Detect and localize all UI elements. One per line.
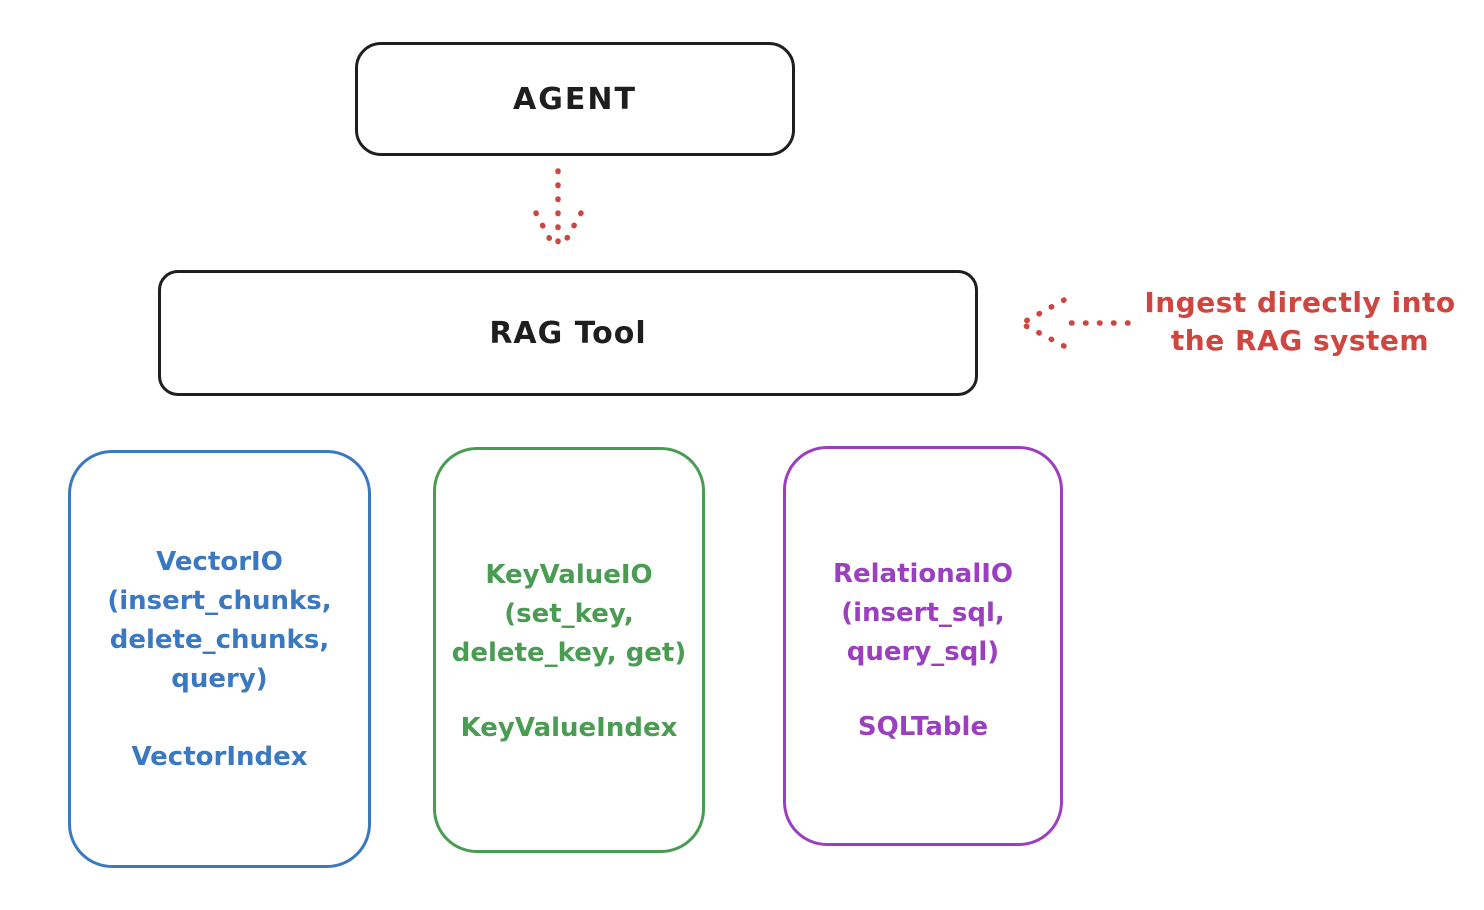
ingest-arrow bbox=[1023, 297, 1131, 349]
card-line: KeyValueIO bbox=[485, 560, 653, 590]
relational-io-text: RelationalIO (insert_sql, query_sql) SQL… bbox=[786, 449, 1060, 747]
card-line: query) bbox=[171, 664, 268, 694]
card-line: (set_key, bbox=[504, 599, 634, 629]
sql-table-label: SQLTable bbox=[857, 712, 989, 742]
rag-tool-label: RAG Tool bbox=[489, 315, 647, 351]
relational-io-card: RelationalIO (insert_sql, query_sql) SQL… bbox=[783, 446, 1063, 846]
vector-io-text: VectorIO (insert_chunks, delete_chunks, … bbox=[71, 453, 368, 777]
rag-tool-node: RAG Tool bbox=[158, 270, 978, 396]
card-line: (insert_chunks, bbox=[107, 586, 332, 616]
card-line: (insert_sql, bbox=[841, 598, 1005, 628]
card-line: RelationalIO bbox=[832, 559, 1014, 589]
vector-io-card: VectorIO (insert_chunks, delete_chunks, … bbox=[68, 450, 371, 868]
card-line: delete_chunks, bbox=[109, 625, 330, 655]
card-line: delete_key, get) bbox=[451, 638, 687, 668]
agent-node: AGENT bbox=[355, 42, 795, 156]
vector-index-label: VectorIndex bbox=[131, 742, 308, 772]
ingest-annotation-line1: Ingest directly into bbox=[1144, 286, 1456, 319]
ingest-annotation-line2: the RAG system bbox=[1170, 324, 1430, 357]
card-line: query_sql) bbox=[846, 637, 1000, 667]
keyvalue-io-text: KeyValueIO (set_key, delete_key, get) Ke… bbox=[436, 450, 702, 748]
keyvalue-io-card: KeyValueIO (set_key, delete_key, get) Ke… bbox=[433, 447, 705, 853]
keyvalue-index-label: KeyValueIndex bbox=[460, 713, 678, 743]
ingest-annotation: Ingest directly into the RAG system bbox=[1128, 284, 1472, 360]
card-line: VectorIO bbox=[156, 547, 283, 577]
agent-label: AGENT bbox=[513, 81, 637, 117]
agent-to-rag-arrow bbox=[533, 168, 584, 252]
